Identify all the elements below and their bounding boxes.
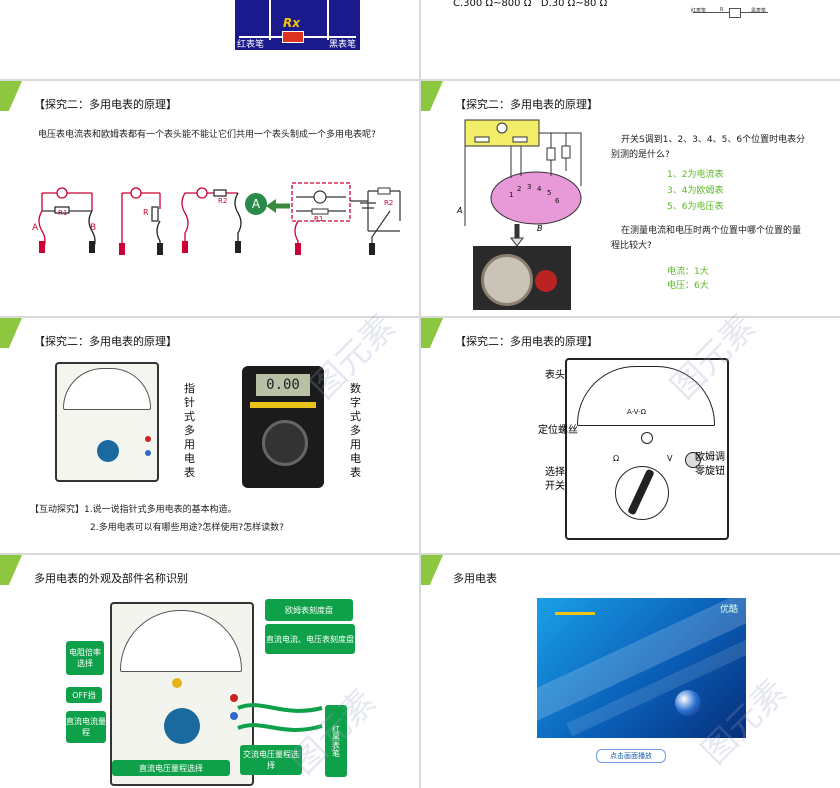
answers-1: 1、2为电流表 3、4为欧姆表 5、6为电压表 [667, 170, 724, 212]
slide-title: 【探究二：多用电表的原理】 [455, 98, 598, 111]
rotary-switch-photo [473, 246, 571, 310]
multimeter-photo [110, 602, 254, 786]
pointer-multimeter-label: 指针式多用电表 [184, 382, 195, 479]
slide-tab [421, 81, 443, 111]
pointer-multimeter-image [55, 362, 159, 482]
circuit-panel: Rx 红表笔 黑表笔 [235, 0, 360, 50]
label-ac-voltage: 交流电压量程选择 [240, 745, 302, 775]
answers-2: 电流：1大 电压：6大 [667, 267, 709, 291]
circuit-diagrams [38, 182, 401, 255]
label-rate: 电阻倍率选择 [66, 641, 104, 675]
question-1: 开关S调到1、2、3、4、5、6个位置时电表分别测的是什么? [611, 135, 806, 160]
slide-tab [421, 555, 443, 585]
interaction-q1: 【互动探究】1.说一说指针式多用电表的基本构造。 [30, 505, 237, 515]
black-probe-label: 黑表笔 [329, 40, 357, 50]
rx-label: Rx [283, 16, 300, 30]
label-ohm-zero: 欧姆调零旋钮 [695, 452, 725, 477]
slide-2: 【探究二：多用电表的原理】 电压表电流表和欧姆表都有一个表头能不能让它们共用一个… [0, 81, 419, 316]
resistor-rx [282, 31, 304, 43]
slide-title: 【探究二：多用电表的原理】 [34, 335, 177, 348]
slide-tab [0, 555, 22, 585]
label-probes: 红黑表笔 [325, 705, 347, 777]
red-probe-label: 红表笔 [237, 40, 265, 50]
interaction-q2: 2.多用电表可以有哪些用途?怎样使用?怎样读数? [90, 523, 284, 533]
slide-6: 多用电表的外观及部件名称识别 欧姆表刻度盘 直流电流、电压表刻度盘 电阻倍率选择… [0, 555, 419, 788]
label-off: OFF挡 [66, 687, 102, 703]
label-ohm-scale: 欧姆表刻度盘 [265, 599, 353, 621]
question-2: 在测量电流和电压时两个位置中哪个位置的量程比较大? [611, 226, 802, 251]
answer-options: C.300 Ω~800 Ω D.30 Ω~80 Ω [453, 0, 608, 9]
video-brand: 优酷 [719, 605, 738, 615]
slide-7: 多用电表 优酷 点击画面播放 图元素 [421, 555, 840, 788]
slide-tab [0, 318, 22, 348]
video-frame[interactable]: 优酷 [537, 598, 746, 738]
digital-multimeter-label: 数字式多用电表 [350, 382, 361, 479]
label-dc-voltage: 直流电压量程选择 [112, 760, 230, 776]
switch-numbers: 1 2 3 4 5 6 [509, 183, 560, 205]
label-screw: 定位螺丝 [538, 425, 578, 436]
slide-title: 【探究二：多用电表的原理】 [455, 335, 598, 348]
small-circuit: 红表笔 R 黑表笔 [691, 2, 773, 22]
digital-multimeter-image: 0.00 [242, 366, 324, 488]
label-switch: 选择开关 [545, 467, 565, 492]
slide-1: C.300 Ω~800 Ω D.30 Ω~80 Ω 红表笔 R 黑表笔 [421, 0, 840, 79]
slide-tab [0, 81, 22, 111]
slide-0: Rx 红表笔 黑表笔 [0, 0, 419, 79]
label-dc-scale: 直流电流、电压表刻度盘 [265, 624, 355, 654]
ammeter-symbol: A [245, 193, 267, 215]
slide-title: 多用电表的外观及部件名称识别 [34, 572, 188, 585]
slide-title: 多用电表 [453, 572, 497, 585]
slide-tab [421, 318, 443, 348]
slide-3: 【探究二：多用电表的原理】 1 2 3 4 5 6 A B 开关S调到1、2、3… [421, 81, 840, 316]
probe-leads [237, 703, 323, 732]
label-head: 表头 [545, 370, 565, 381]
globe-icon [675, 690, 701, 716]
slide-4: 【探究二：多用电表的原理】 指针式多用电表 0.00 数字式多用电表 【互动探究… [0, 318, 419, 553]
slide-5: 【探究二：多用电表的原理】 A-V-Ω Ω V 表头 定位螺丝 选择开关 欧姆调… [421, 318, 840, 553]
slide-title: 【探究二：多用电表的原理】 [34, 98, 177, 111]
switch-circuit-diagram [464, 119, 582, 246]
play-button[interactable]: 点击画面播放 [596, 749, 666, 763]
multimeter-drawing: A-V-Ω Ω V [565, 358, 729, 540]
slide-body: 电压表电流表和欧姆表都有一个表头能不能让它们共用一个表头制成一个多用电表呢? [38, 130, 376, 140]
label-dc-current: 直流电流量程 [66, 711, 106, 743]
